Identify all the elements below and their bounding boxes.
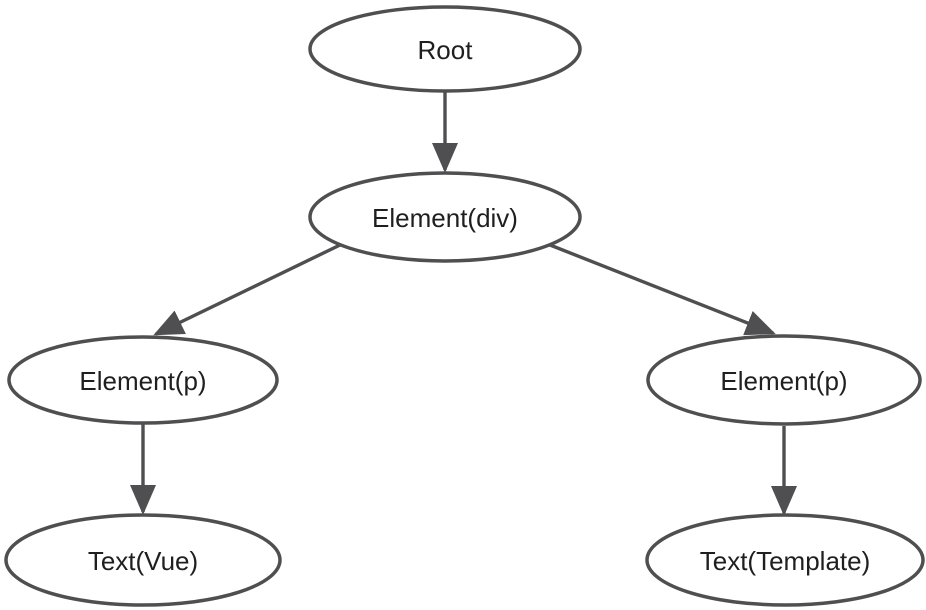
node-text-template: Text(Template) [645, 513, 925, 607]
node-element-p-left: Element(p) [7, 335, 279, 425]
node-text-vue-label: Text(Vue) [88, 546, 198, 576]
node-text-template-label: Text(Template) [700, 546, 871, 576]
node-root: Root [308, 5, 582, 93]
node-text-vue: Text(Vue) [4, 513, 282, 607]
node-text-template-shape [645, 513, 925, 607]
edge-layer [130, 91, 797, 516]
node-root-shape [308, 5, 582, 93]
node-element-p-right: Element(p) [646, 334, 922, 426]
node-element-p-left-shape [7, 335, 279, 425]
node-element-div-shape [308, 171, 582, 263]
node-element-p-right-shape [646, 334, 922, 426]
edge-element-div-to-element-p-right [549, 243, 776, 336]
node-element-div-label: Element(div) [372, 203, 518, 233]
node-element-p-right-label: Element(p) [720, 366, 847, 396]
node-root-label: Root [418, 35, 474, 65]
node-element-div: Element(div) [308, 171, 582, 263]
edge-element-div-to-element-p-left [153, 243, 341, 336]
node-text-vue-shape [4, 513, 282, 607]
node-element-p-left-label: Element(p) [79, 366, 206, 396]
